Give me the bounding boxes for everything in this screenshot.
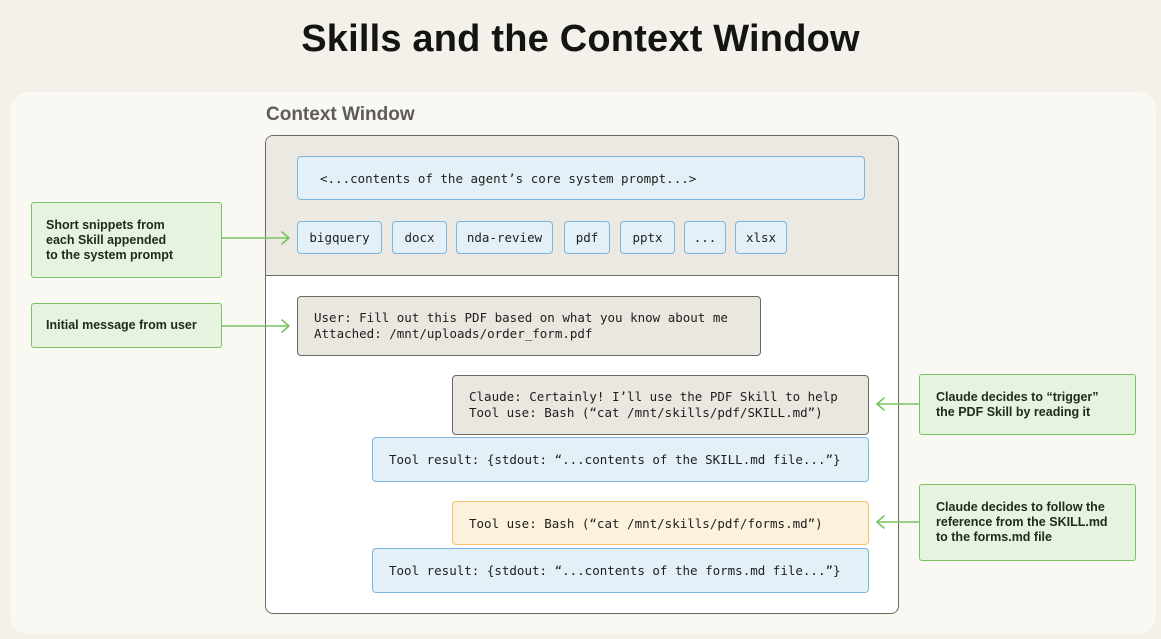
note-trigger-skill: Claude decides to “trigger” the PDF Skil… (919, 374, 1136, 435)
tool-result-forms-box: Tool result: {stdout: “...contents of th… (372, 548, 869, 593)
skill-chip-pdf: pdf (564, 221, 610, 254)
tool-result-skill-text: Tool result: {stdout: “...contents of th… (389, 452, 841, 467)
skill-chip-more: ... (684, 221, 726, 254)
skill-chip-docx: docx (392, 221, 447, 254)
tool-use-forms-text: Tool use: Bash (“cat /mnt/skills/pdf/for… (469, 515, 823, 531)
skill-chip-xlsx: xlsx (735, 221, 787, 254)
arrowhead-skill-snippets (281, 231, 290, 245)
note-skill-snippets: Short snippets from each Skill appended … (31, 202, 222, 278)
context-window-label: Context Window (266, 104, 415, 125)
user-message-line-1: User: Fill out this PDF based on what yo… (314, 310, 728, 325)
tool-result-skill-box: Tool result: {stdout: “...contents of th… (372, 437, 869, 482)
arrowhead-initial-message (281, 319, 290, 333)
tool-result-forms-text: Tool result: {stdout: “...contents of th… (389, 563, 841, 578)
tool-use-forms-box: Tool use: Bash (“cat /mnt/skills/pdf/for… (452, 501, 869, 545)
user-message-box: User: Fill out this PDF based on what yo… (297, 296, 761, 356)
arrowhead-follow-reference (876, 515, 885, 529)
skill-chip-pptx: pptx (620, 221, 675, 254)
claude-message-box: Claude: Certainly! I’ll use the PDF Skil… (452, 375, 869, 435)
skill-chip-nda-review: nda-review (456, 221, 553, 254)
claude-message-line-2: Tool use: Bash (“cat /mnt/skills/pdf/SKI… (469, 405, 823, 420)
arrowhead-trigger-skill (876, 397, 885, 411)
skill-chip-bigquery: bigquery (297, 221, 382, 254)
claude-message-line-1: Claude: Certainly! I’ll use the PDF Skil… (469, 389, 838, 404)
system-prompt-box: <...contents of the agent’s core system … (297, 156, 865, 200)
system-prompt-text: <...contents of the agent’s core system … (320, 170, 697, 186)
user-message-line-2: Attached: /mnt/uploads/order_form.pdf (314, 326, 593, 341)
note-initial-message: Initial message from user (31, 303, 222, 348)
note-follow-reference: Claude decides to follow the reference f… (919, 484, 1136, 561)
diagram-title: Skills and the Context Window (301, 18, 860, 60)
